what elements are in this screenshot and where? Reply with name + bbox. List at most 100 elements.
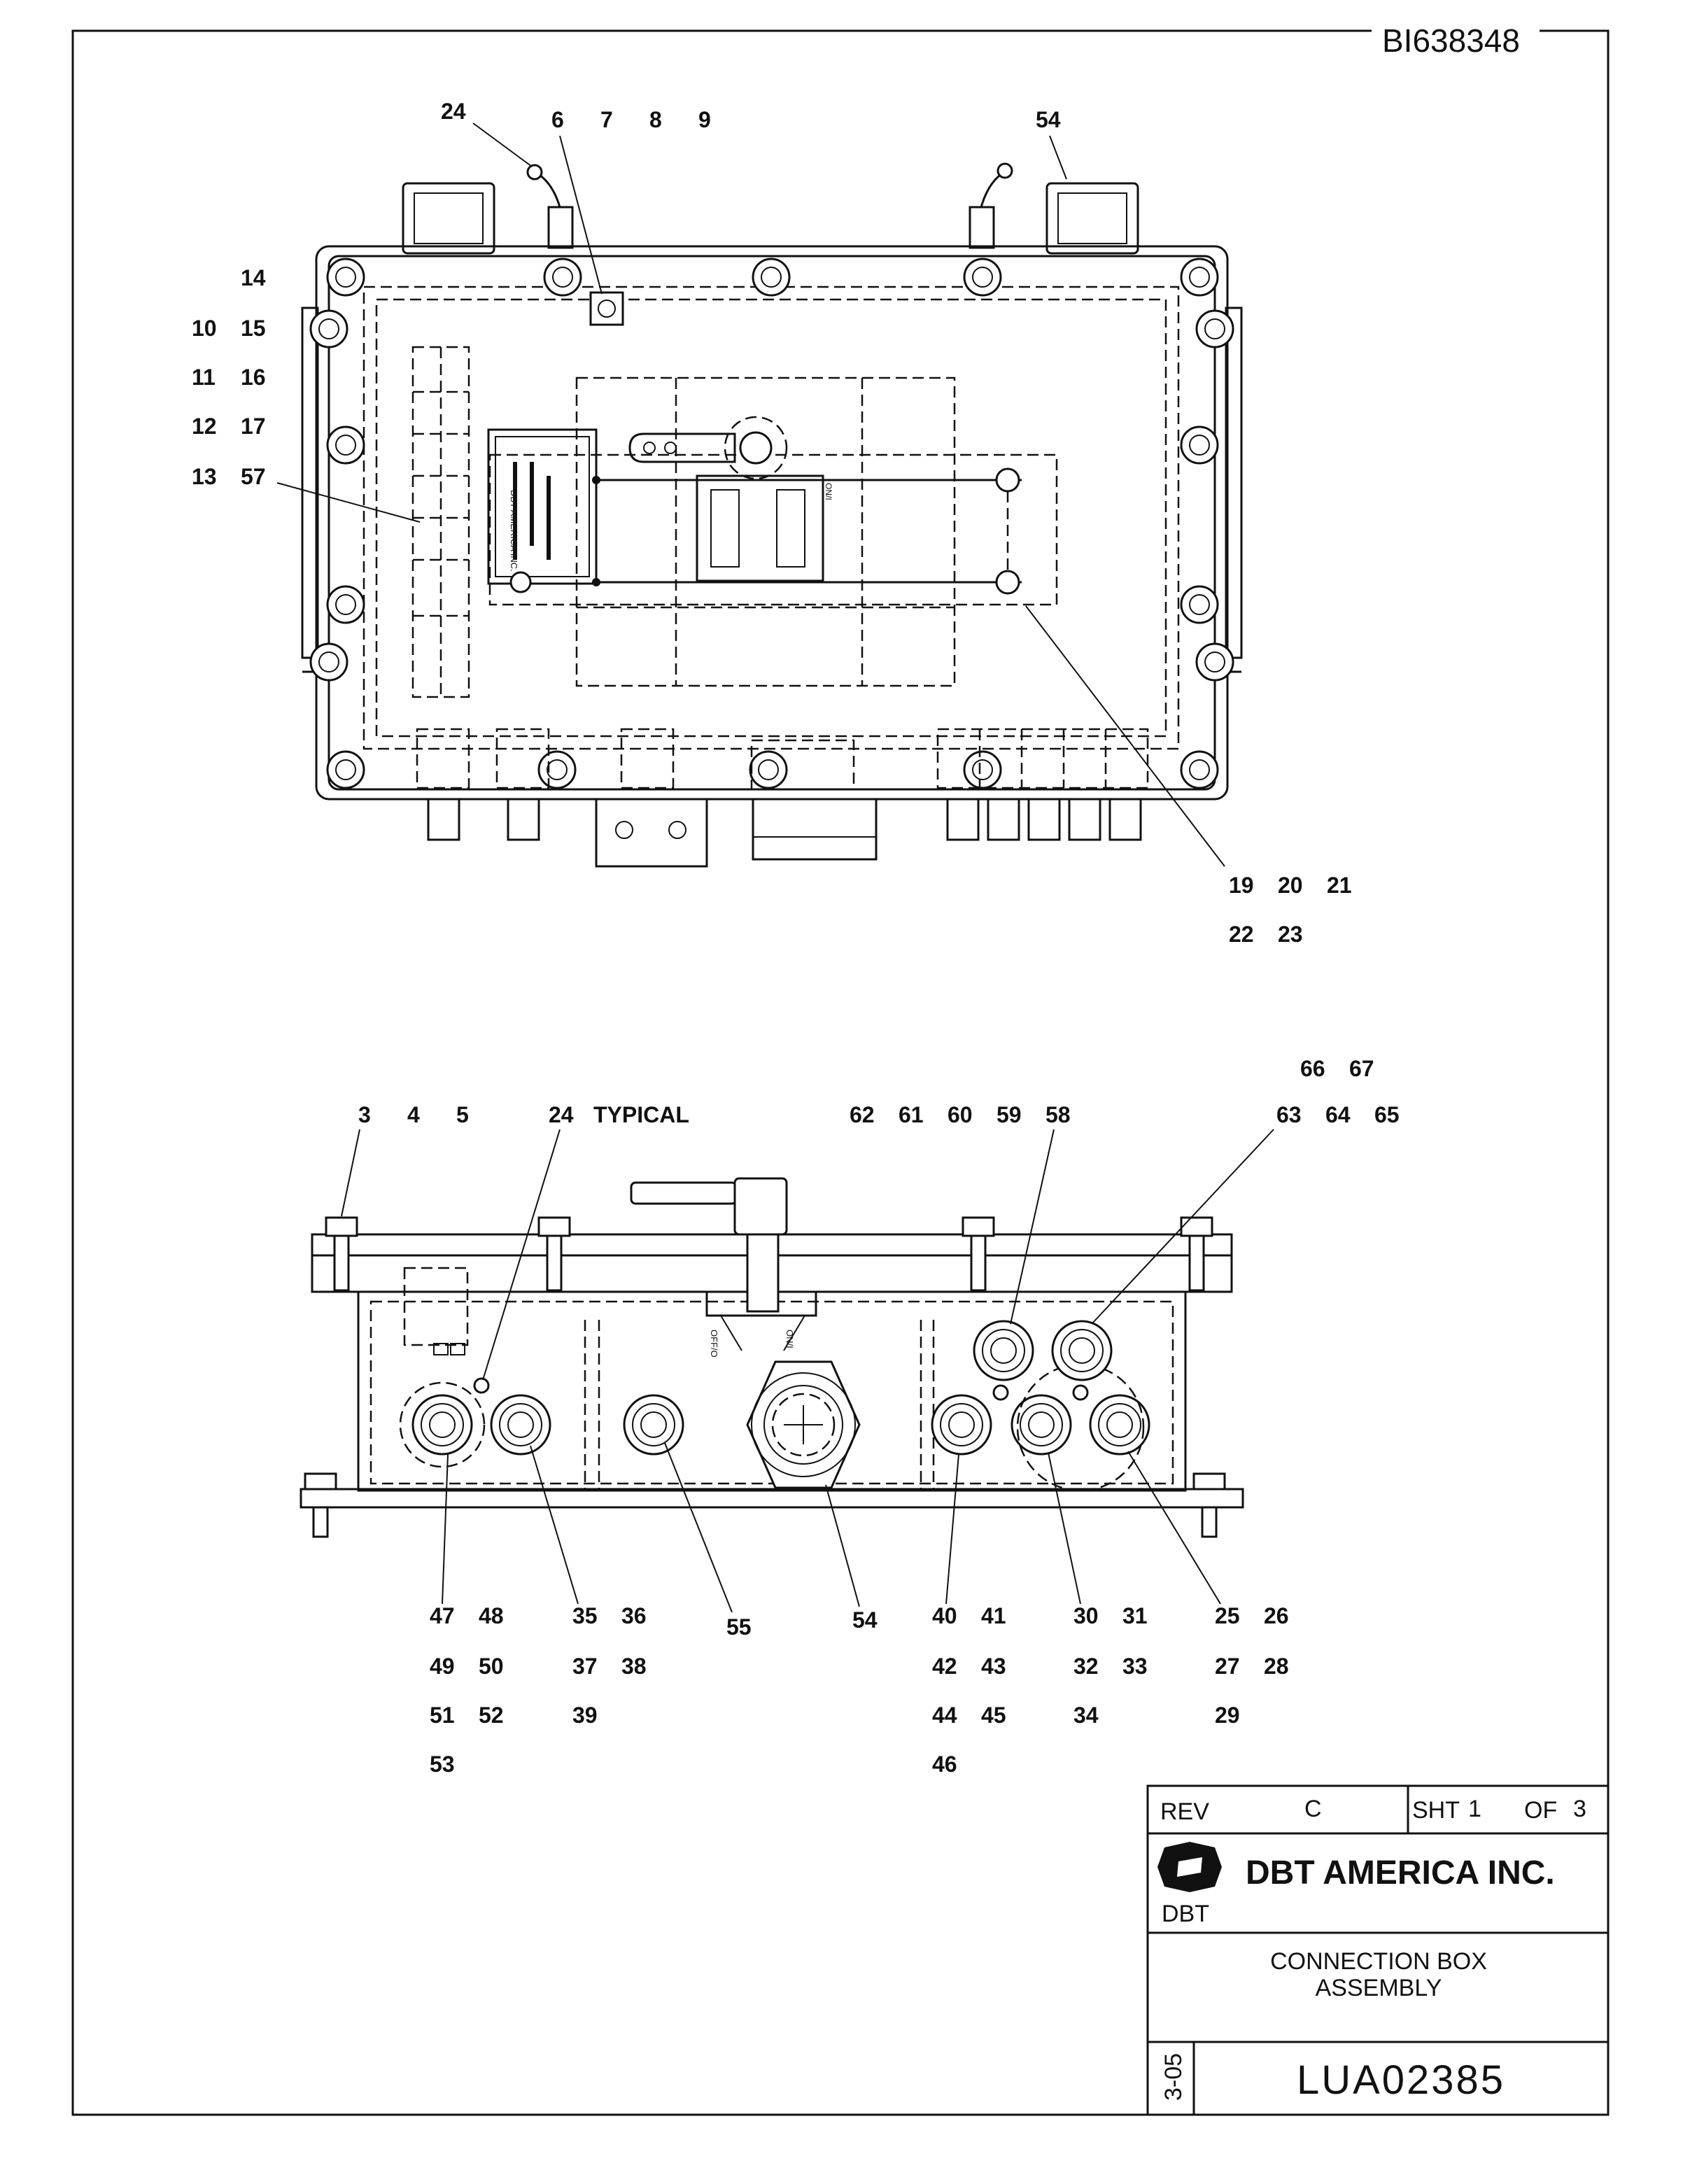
callout-16: 16 xyxy=(241,365,266,390)
top-view-callouts: 24 6 7 8 9 54 14 10 15 11 16 12 17 13 57… xyxy=(192,99,1352,947)
callout-49: 49 xyxy=(430,1654,455,1679)
drawing-number: LUA02385 xyxy=(1297,2057,1505,2103)
drawing-border xyxy=(71,29,1610,2116)
callout-48: 48 xyxy=(479,1603,504,1628)
top-breather-left xyxy=(526,164,543,181)
callout-33: 33 xyxy=(1122,1654,1148,1679)
sheet-label: SHT xyxy=(1412,1797,1460,1824)
callout-55: 55 xyxy=(726,1614,752,1640)
rotary-switch: ON/I xyxy=(628,416,833,582)
callout-41: 41 xyxy=(981,1603,1006,1628)
callout-9: 9 xyxy=(698,107,711,132)
callout-17: 17 xyxy=(241,414,266,439)
callout-64: 64 xyxy=(1325,1102,1351,1127)
callout-62: 62 xyxy=(850,1102,875,1127)
callout-23: 23 xyxy=(1278,922,1303,947)
gland-47 xyxy=(399,1381,486,1468)
title-block: REV C SHT 1 OF 3 DBT DBT AMERICA INC. CO… xyxy=(1146,1784,1610,2116)
callout-59: 59 xyxy=(997,1102,1022,1127)
callout-15: 15 xyxy=(241,316,266,341)
callout-22: 22 xyxy=(1229,922,1254,947)
callout-20: 20 xyxy=(1278,873,1303,898)
callout-12: 12 xyxy=(192,414,217,439)
front-view-callouts: 66 67 3 4 5 24 TYPICAL 62 61 60 59 58 63… xyxy=(341,1056,1400,1777)
drawing-id: BI638348 xyxy=(1382,22,1520,59)
dbt-logo-icon xyxy=(1157,1842,1222,1892)
logo-text: DBT xyxy=(1162,1901,1209,1927)
front-cover-bolts xyxy=(304,1216,1226,1538)
callout-44: 44 xyxy=(932,1703,957,1728)
callout-30: 30 xyxy=(1073,1603,1099,1628)
callout-32: 32 xyxy=(1073,1654,1099,1679)
top-view-bottom-glands xyxy=(416,728,1149,868)
callout-63: 63 xyxy=(1276,1102,1302,1127)
callout-14: 14 xyxy=(241,265,266,290)
callout-50: 50 xyxy=(479,1654,504,1679)
callout-53: 53 xyxy=(430,1752,455,1777)
callout-19: 19 xyxy=(1229,873,1254,898)
title-line1: CONNECTION BOX xyxy=(1270,1948,1487,1975)
front-switch-handle: OFF/O ON/I xyxy=(630,1177,817,1358)
rev-value: C xyxy=(1304,1796,1322,1822)
terminal-strip xyxy=(411,346,470,698)
callout-40: 40 xyxy=(932,1603,957,1628)
callout-39: 39 xyxy=(572,1703,598,1728)
top-gland-right xyxy=(1045,182,1139,255)
callout-25: 25 xyxy=(1215,1603,1240,1628)
callout-4: 4 xyxy=(407,1102,420,1127)
callout-6: 6 xyxy=(551,107,564,132)
callout-52: 52 xyxy=(479,1703,504,1728)
callout-67: 67 xyxy=(1349,1056,1374,1081)
switch-off-text: OFF/O xyxy=(709,1330,719,1358)
callout-54-top: 54 xyxy=(1036,107,1061,132)
ground-stud-square xyxy=(589,291,624,326)
front-view: OFF/O ON/I xyxy=(300,1056,1400,1777)
callout-36: 36 xyxy=(621,1603,647,1628)
top-breather-right xyxy=(997,162,1013,179)
callout-21: 21 xyxy=(1327,873,1352,898)
callout-31: 31 xyxy=(1122,1603,1148,1628)
callout-43: 43 xyxy=(981,1654,1006,1679)
of-label: OF xyxy=(1524,1797,1557,1824)
callout-54-front: 54 xyxy=(852,1607,878,1633)
callout-47: 47 xyxy=(430,1603,455,1628)
callout-11: 11 xyxy=(192,365,216,390)
callout-65: 65 xyxy=(1374,1102,1400,1127)
sheet-total: 3 xyxy=(1573,1796,1586,1822)
callout-61: 61 xyxy=(899,1102,924,1127)
callout-13: 13 xyxy=(192,464,217,489)
callout-10: 10 xyxy=(192,316,217,341)
callout-29: 29 xyxy=(1215,1703,1240,1728)
callout-28: 28 xyxy=(1264,1654,1289,1679)
callout-37: 37 xyxy=(572,1654,598,1679)
company-name: DBT AMERICA INC. xyxy=(1246,1854,1555,1891)
sheet-number: 1 xyxy=(1468,1796,1481,1822)
top-view-bolts xyxy=(309,258,1234,789)
title-line2: ASSEMBLY xyxy=(1316,1975,1442,2001)
callout-typical: TYPICAL xyxy=(593,1102,689,1127)
drawing-date: 3-05 xyxy=(1160,2053,1187,2101)
callout-60: 60 xyxy=(948,1102,973,1127)
callout-3: 3 xyxy=(358,1102,371,1127)
callout-24-front: 24 xyxy=(549,1102,574,1127)
callout-66: 66 xyxy=(1300,1056,1325,1081)
top-gland-left xyxy=(402,182,495,255)
front-view-glands xyxy=(399,1320,1150,1492)
callout-7: 7 xyxy=(600,107,613,132)
callout-26: 26 xyxy=(1264,1603,1289,1628)
enclosure-outline xyxy=(315,245,1229,801)
drawing-id-mask xyxy=(1372,21,1540,49)
callout-35: 35 xyxy=(572,1603,598,1628)
callout-57: 57 xyxy=(241,464,266,489)
callout-46: 46 xyxy=(932,1752,957,1777)
callout-27: 27 xyxy=(1215,1654,1240,1679)
callout-42: 42 xyxy=(932,1654,957,1679)
callout-38: 38 xyxy=(621,1654,647,1679)
callout-45: 45 xyxy=(981,1703,1006,1728)
callout-34: 34 xyxy=(1073,1703,1099,1728)
switch-on-text-top: ON/I xyxy=(824,483,833,500)
callout-51: 51 xyxy=(430,1703,455,1728)
label-plate xyxy=(487,428,598,585)
rev-label: REV xyxy=(1160,1798,1209,1825)
callout-8: 8 xyxy=(649,107,662,132)
